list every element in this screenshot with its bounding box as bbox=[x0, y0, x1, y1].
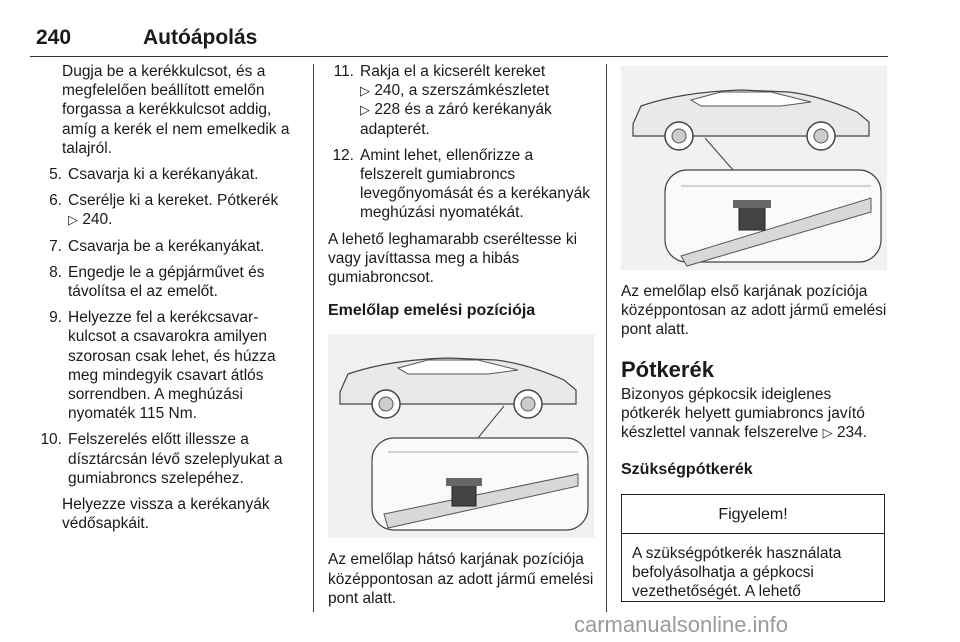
column-divider bbox=[606, 64, 607, 612]
figure-caption: Az emelőlap hátsó karjának pozíciója köz… bbox=[328, 551, 594, 607]
step-7: 7. Csavarja be a kerékanyákat. bbox=[49, 237, 265, 255]
step-12: 12. Amint lehet, ellenőrizze a felszerel… bbox=[332, 146, 591, 222]
column-right: Az emelőlap első karjának pozíciója közé… bbox=[621, 62, 887, 603]
step-11: 11. Rakja el a kicserélt kereket ▷ 240, … bbox=[333, 63, 552, 138]
step-5: 5. Csavarja ki a kerékanyákat. bbox=[49, 166, 259, 184]
page-number: 240 bbox=[36, 26, 72, 49]
section-heading: Pótkerék bbox=[621, 356, 714, 382]
triangle-right-icon: ▷ bbox=[360, 83, 370, 99]
step-10-extra: Helyezze vissza a kerékanyák védősapkáit… bbox=[62, 496, 270, 533]
column-divider bbox=[313, 64, 314, 612]
page-reference[interactable]: 240. bbox=[82, 211, 113, 229]
page-header: 240 Autóápolás bbox=[30, 22, 888, 57]
subheading: Emelőlap emelési pozíciója bbox=[328, 302, 536, 320]
step-8: 8. Engedje le a gépjárművet és távolítsa… bbox=[49, 263, 265, 301]
page-reference[interactable]: 234. bbox=[836, 424, 868, 442]
step-9: 9. Helyezze fel a kerékcsavar-kulcsot a … bbox=[49, 309, 276, 423]
step-10: 10. Felszerelés előtt illessze a dísztár… bbox=[40, 431, 283, 487]
triangle-right-icon: ▷ bbox=[68, 212, 78, 228]
figure-caption: Az emelőlap első karjának pozíciója közé… bbox=[621, 283, 887, 339]
column-middle: 11. Rakja el a kicserélt kereket ▷ 240, … bbox=[328, 62, 596, 616]
watermark: carmanualsonline.info bbox=[574, 612, 789, 637]
chapter-title: Autóápolás bbox=[143, 26, 258, 49]
figure-rear-jack-position bbox=[328, 334, 594, 539]
column-left: Dugja be a kerékkulcsot, és a megfelelőe… bbox=[36, 62, 304, 540]
car-jack-illustration bbox=[632, 89, 882, 267]
car-jack-illustration bbox=[339, 357, 589, 532]
triangle-right-icon: ▷ bbox=[360, 102, 370, 118]
subheading: Szükségpótkerék bbox=[621, 461, 753, 479]
step-6: 6. Cserélje ki a kereket. Pótkerék ▷ 240… bbox=[49, 192, 279, 229]
paragraph: Bizonyos gépkocsik ideiglenes pótkerék h… bbox=[621, 385, 868, 442]
figure-front-jack-position bbox=[621, 66, 887, 270]
triangle-right-icon: ▷ bbox=[822, 425, 833, 441]
page-reference[interactable]: 228 és a záró kerékanyák adapterét. bbox=[360, 101, 552, 138]
warning-text: A szükségpótkerék használata befolyásolh… bbox=[632, 544, 842, 601]
intro-text: Dugja be a kerékkulcsot, és a megfelelőe… bbox=[62, 63, 290, 157]
paragraph: A lehető leghamarabb cseréltesse ki vagy… bbox=[328, 230, 578, 287]
warning-box: Figyelem! A szükségpótkerék használata b… bbox=[621, 493, 885, 603]
warning-title: Figyelem! bbox=[622, 495, 884, 534]
page-reference[interactable]: 240, a szerszámkészletet bbox=[374, 82, 550, 100]
